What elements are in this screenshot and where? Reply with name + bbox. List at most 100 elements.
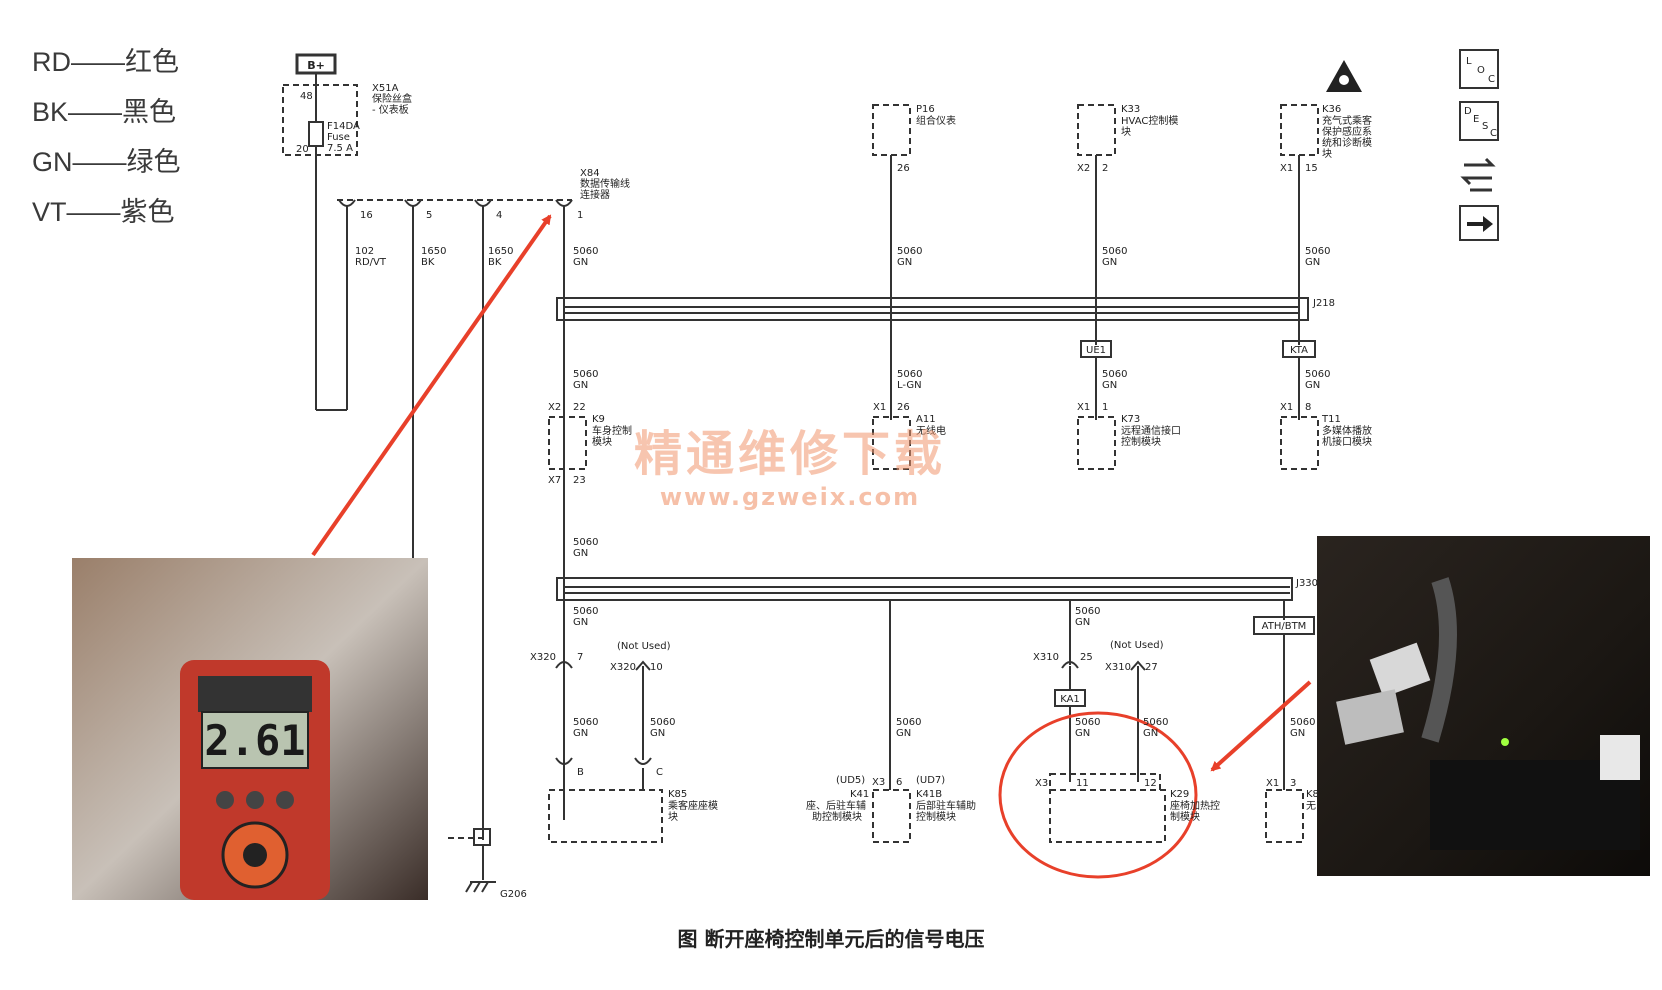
wire-num: 5060 bbox=[1290, 717, 1315, 728]
module-k73-desc: 控制模块 bbox=[1121, 435, 1161, 448]
legend-row: RD——红色 bbox=[32, 44, 181, 94]
module-k29-id: K29 bbox=[1170, 789, 1189, 800]
ground-symbol bbox=[465, 881, 473, 893]
desc-icon-letter: E bbox=[1473, 114, 1479, 125]
fuse-pin: 48 bbox=[300, 91, 313, 102]
x320-pin-10-label: 10 bbox=[650, 662, 663, 673]
wire-num: 5060 bbox=[896, 717, 921, 728]
wire-num: 5060 bbox=[1305, 246, 1330, 257]
module-k85-box bbox=[548, 789, 663, 843]
dlc-pin-label: 1 bbox=[577, 210, 583, 221]
multimeter-photo bbox=[72, 558, 428, 900]
module-k41b-desc: 控制模块 bbox=[916, 810, 956, 823]
module-t11-desc: 多媒体播放 bbox=[1322, 424, 1372, 437]
module-p16-box bbox=[872, 104, 911, 156]
x320-pin-7-label: 7 bbox=[577, 652, 583, 663]
red-arrow-to-k29 bbox=[1210, 680, 1312, 772]
wire-color: L-GN bbox=[897, 380, 922, 391]
fuse-pin: 20 bbox=[296, 144, 309, 155]
tag-ue1: UE1 bbox=[1086, 345, 1106, 356]
legend-name: 绿色 bbox=[126, 147, 181, 177]
legend-code: BK bbox=[32, 97, 69, 127]
module-k33-pin: 2 bbox=[1102, 163, 1108, 174]
x320-pin-b bbox=[555, 757, 573, 765]
wire-num: 5060 bbox=[897, 246, 922, 257]
desc-icon[interactable] bbox=[1459, 101, 1499, 141]
module-k41-box bbox=[872, 789, 911, 843]
wire-num: 5060 bbox=[1305, 369, 1330, 380]
fuse-label: F14DA bbox=[327, 121, 360, 132]
module-k29-conn: X3 bbox=[1035, 778, 1048, 789]
module-k41-note: (UD5) bbox=[836, 775, 865, 786]
wire-color: GN bbox=[573, 728, 588, 739]
fuse-box-desc: - 仪表板 bbox=[372, 103, 409, 116]
module-k41-pin: 6 bbox=[896, 777, 902, 788]
module-k8-box bbox=[1265, 789, 1304, 843]
wire-color: RD/VT bbox=[355, 257, 387, 268]
wire-color: GN bbox=[896, 728, 911, 739]
wire-num: 5060 bbox=[1075, 606, 1100, 617]
module-k33-conn: X2 bbox=[1077, 163, 1090, 174]
module-k41-conn: X3 bbox=[872, 777, 885, 788]
loc-icon[interactable] bbox=[1459, 49, 1499, 89]
bus-j330-label: J330 bbox=[1295, 578, 1318, 589]
desc-icon-letter: S bbox=[1482, 121, 1488, 132]
wire-num: 5060 bbox=[1143, 717, 1168, 728]
module-k36-id: K36 bbox=[1322, 104, 1341, 115]
ground-symbol bbox=[481, 881, 489, 893]
tag-kta: KTA bbox=[1290, 345, 1308, 356]
module-k36-box bbox=[1280, 104, 1319, 156]
fuse-label: Fuse bbox=[327, 132, 350, 143]
legend-dash: —— bbox=[72, 147, 127, 177]
legend-name: 紫色 bbox=[120, 197, 175, 227]
module-t11-id: T11 bbox=[1321, 414, 1341, 425]
legend-row: GN——绿色 bbox=[32, 144, 181, 194]
red-arrow-to-dlc bbox=[311, 214, 552, 557]
dlc-pin-label: 5 bbox=[426, 210, 432, 221]
wire-num: 5060 bbox=[650, 717, 675, 728]
module-k73-pin: 1 bbox=[1102, 402, 1108, 413]
module-k41b-note: (UD7) bbox=[916, 775, 945, 786]
wire-num: 5060 bbox=[1102, 369, 1127, 380]
dlc-desc: 数据传输线 bbox=[580, 177, 630, 190]
module-k29-pin-b: 12 bbox=[1144, 778, 1157, 789]
module-k9-id: K9 bbox=[592, 414, 605, 425]
wire-num: 1650 bbox=[488, 246, 513, 257]
wire-num: 5060 bbox=[1102, 246, 1127, 257]
meter-reading: 2.61 bbox=[204, 716, 305, 765]
module-a11-pin: 26 bbox=[897, 402, 910, 413]
loc-icon-letter: C bbox=[1488, 74, 1495, 85]
module-k9-conn-bottom: X7 bbox=[548, 475, 561, 486]
fuse-label: 7.5 A bbox=[327, 143, 353, 154]
x310-pin-27 bbox=[1130, 660, 1146, 671]
dlc-pin-label: 16 bbox=[360, 210, 373, 221]
module-k73-conn: X1 bbox=[1077, 402, 1090, 413]
legend-name: 红色 bbox=[125, 47, 179, 77]
wire-color: GN bbox=[897, 257, 912, 268]
module-k8-desc: 无 bbox=[1306, 801, 1316, 812]
module-t11-box bbox=[1280, 416, 1319, 470]
module-k36-desc: 充气式乘客 bbox=[1322, 114, 1372, 127]
fuse-element bbox=[308, 121, 324, 147]
module-k33-id: K33 bbox=[1121, 104, 1140, 115]
x320-pin-c-label: C bbox=[656, 767, 663, 778]
module-a11-id: A11 bbox=[916, 414, 936, 425]
module-k8-conn: X1 bbox=[1266, 778, 1279, 789]
x310-not-used: (Not Used) bbox=[1110, 640, 1164, 651]
module-k36-desc: 保护感应系 bbox=[1322, 125, 1372, 138]
fuse-box-desc: 保险丝盒 bbox=[372, 92, 412, 105]
module-k85-id: K85 bbox=[668, 789, 687, 800]
wire-color: GN bbox=[1290, 728, 1305, 739]
next-arrow-icon[interactable] bbox=[1459, 205, 1499, 241]
module-k9-desc: 模块 bbox=[592, 436, 612, 448]
bus-icon[interactable] bbox=[1460, 157, 1496, 192]
wire-color: GN bbox=[1102, 380, 1117, 391]
x310-label-2: X310 bbox=[1105, 662, 1131, 673]
wire-color: GN bbox=[573, 617, 588, 628]
wire-num: 1650 bbox=[421, 246, 446, 257]
color-legend: RD——红色 BK——黑色 GN——绿色 VT——紫色 bbox=[32, 44, 181, 244]
module-k9-box bbox=[548, 416, 587, 470]
module-a11-conn: X1 bbox=[873, 402, 886, 413]
module-k29-desc: 座椅加热控 bbox=[1170, 799, 1220, 812]
